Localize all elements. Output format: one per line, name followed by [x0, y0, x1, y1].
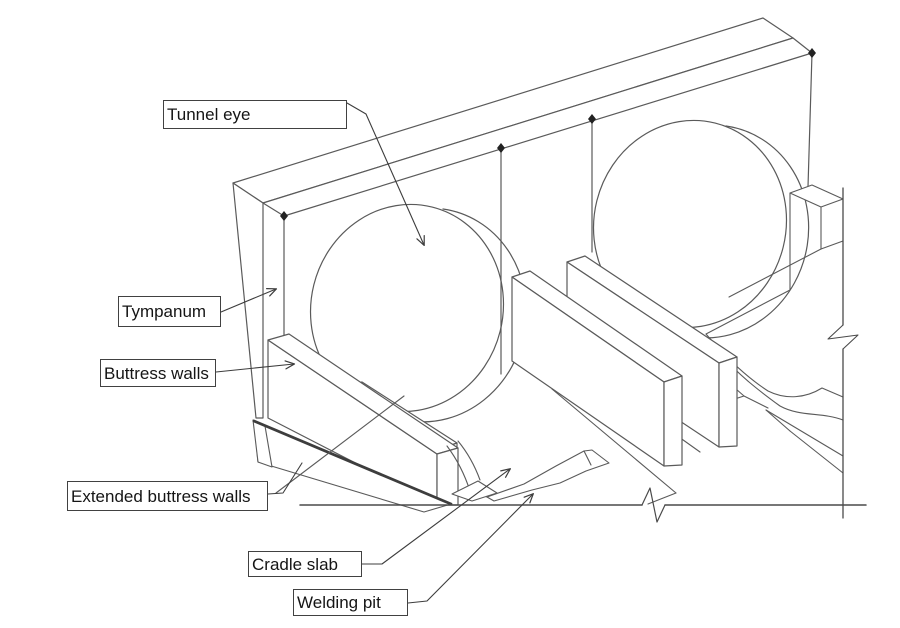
panel-joint-markers — [280, 48, 816, 221]
leader-welding-pit — [407, 493, 534, 604]
cradle-flap-fold — [583, 450, 592, 466]
cradle-ramp-edge — [275, 395, 405, 494]
label-tunnel-eye: Tunnel eye — [163, 100, 347, 129]
leader-extended-buttress-walls — [267, 462, 303, 495]
buttress-wall-right-front — [511, 270, 683, 467]
ground-line — [299, 487, 867, 523]
tunnel-eye-right-depth-arc — [692, 125, 810, 339]
eye-invert-arc-2 — [457, 440, 481, 481]
ground-break-symbol — [641, 487, 666, 523]
leader-tunnel-eye — [346, 102, 425, 247]
leader-tympanum — [220, 287, 278, 313]
leader-cradle-slab — [361, 468, 512, 565]
buttress-wall-left-front — [267, 333, 459, 506]
label-buttress-walls: Buttress walls — [100, 359, 216, 387]
section-cut-line — [827, 187, 859, 519]
incline-edge-2 — [728, 248, 822, 298]
right-step-platform — [705, 184, 844, 335]
leader-lines — [215, 102, 534, 604]
label-welding-pit: Welding pit — [293, 589, 408, 616]
extended-buttress-wall — [252, 419, 453, 513]
label-cradle-slab: Cradle slab — [248, 551, 362, 577]
wall-right-edge — [807, 52, 813, 188]
cradle-slab-left — [275, 395, 610, 502]
label-tympanum: Tympanum — [118, 296, 221, 327]
cradle-ribbon — [486, 449, 610, 502]
incline-edge-1 — [705, 289, 791, 335]
section-break-symbol — [827, 324, 859, 350]
leader-buttress-walls — [215, 360, 296, 373]
label-extended-buttress-walls: Extended buttress walls — [67, 481, 268, 511]
extended-buttress-thick-edge — [252, 419, 453, 506]
